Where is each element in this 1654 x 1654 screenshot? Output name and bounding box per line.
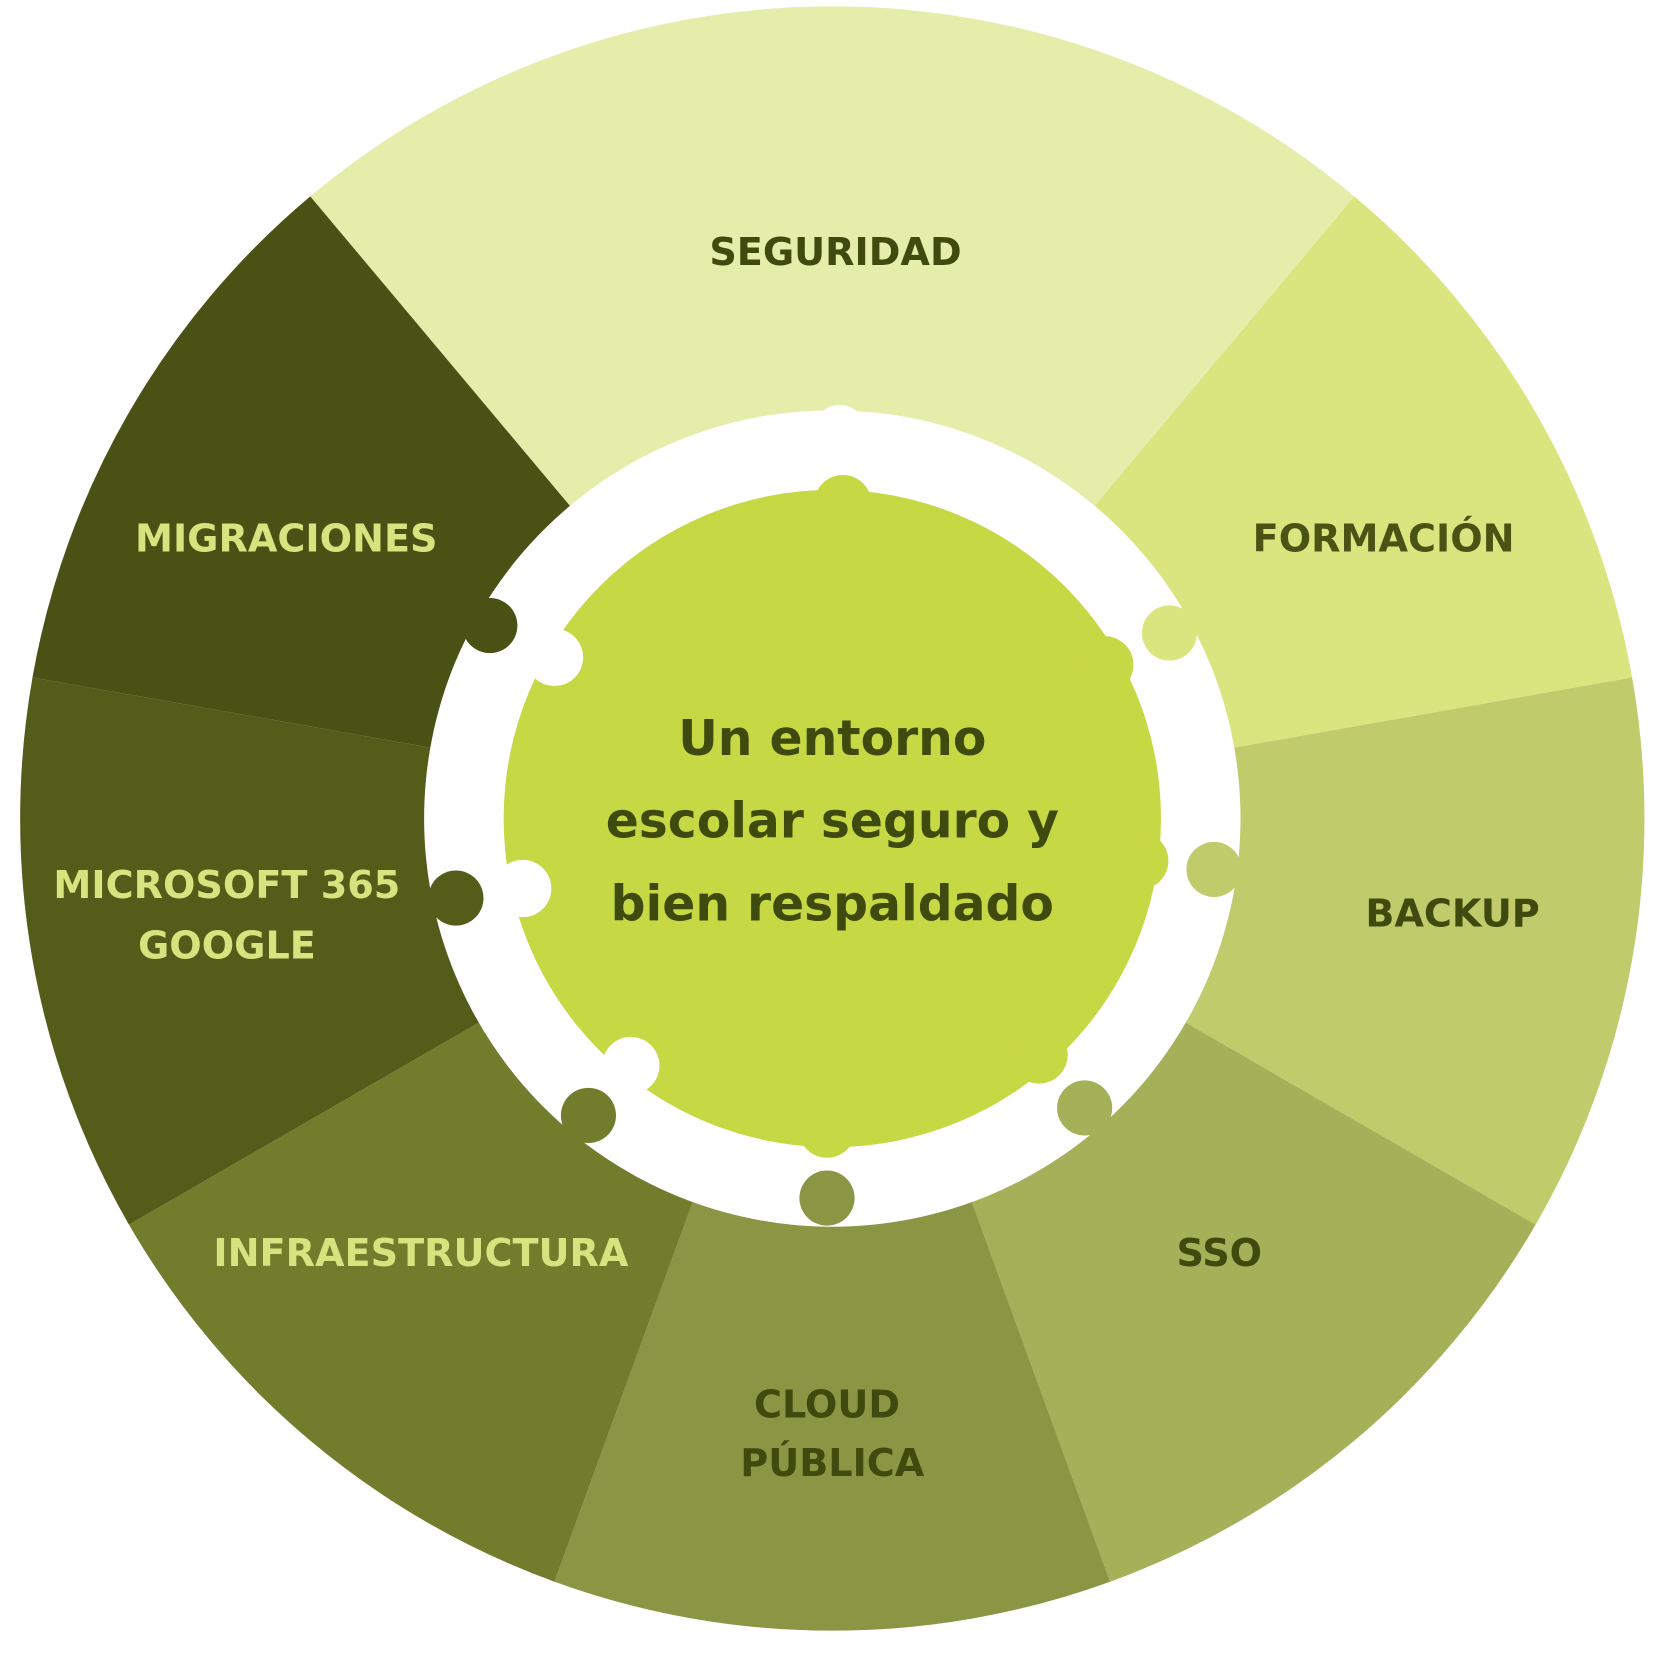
center-knob: [1010, 1026, 1068, 1084]
center-title-line3: bien respaldado: [611, 875, 1054, 932]
center-knob: [1076, 636, 1134, 694]
center-notch: [602, 1036, 660, 1095]
center-circle: [503, 489, 1161, 1148]
center-notch: [525, 628, 584, 686]
label-seguridad: SEGURIDAD: [709, 230, 961, 274]
ring-knob: [1186, 841, 1242, 897]
label-infraestructura: INFRAESTRUCTURA: [213, 1231, 628, 1275]
ring-knob: [812, 405, 868, 461]
center-title-line1: Un entorno: [678, 710, 986, 767]
center-title-line2: escolar seguro y: [606, 793, 1059, 850]
center-puzzle-knobs: [494, 474, 1169, 1158]
center-title: Un entorno escolar seguro y bien respald…: [606, 710, 1059, 932]
ring-knob: [799, 1170, 855, 1226]
center-notch: [494, 859, 552, 918]
label-formacion: FORMACIÓN: [1253, 514, 1515, 560]
ring-knob: [560, 1087, 617, 1143]
label-backup: BACKUP: [1365, 892, 1539, 936]
ring-knob: [462, 597, 518, 654]
ring-puzzle-knobs: [428, 405, 1242, 1226]
segment-labels: SEGURIDAD FORMACIÓN BACKUP SSO CLOUD PÚB…: [53, 230, 1539, 1485]
center-knob: [798, 1100, 856, 1158]
center-knob: [814, 474, 872, 533]
label-microsoft-line2: GOOGLE: [138, 923, 316, 967]
center-knob: [1111, 832, 1169, 890]
ring-knob: [1141, 605, 1198, 661]
label-microsoft-line1: MICROSOFT 365: [53, 863, 400, 907]
ring-knob: [428, 870, 484, 926]
label-cloud-line1: CLOUD: [754, 1383, 900, 1427]
ring-knob: [1057, 1080, 1113, 1136]
label-cloud-line2: PÚBLICA: [740, 1439, 925, 1485]
label-sso: SSO: [1176, 1231, 1262, 1275]
label-migraciones: MIGRACIONES: [135, 516, 438, 560]
